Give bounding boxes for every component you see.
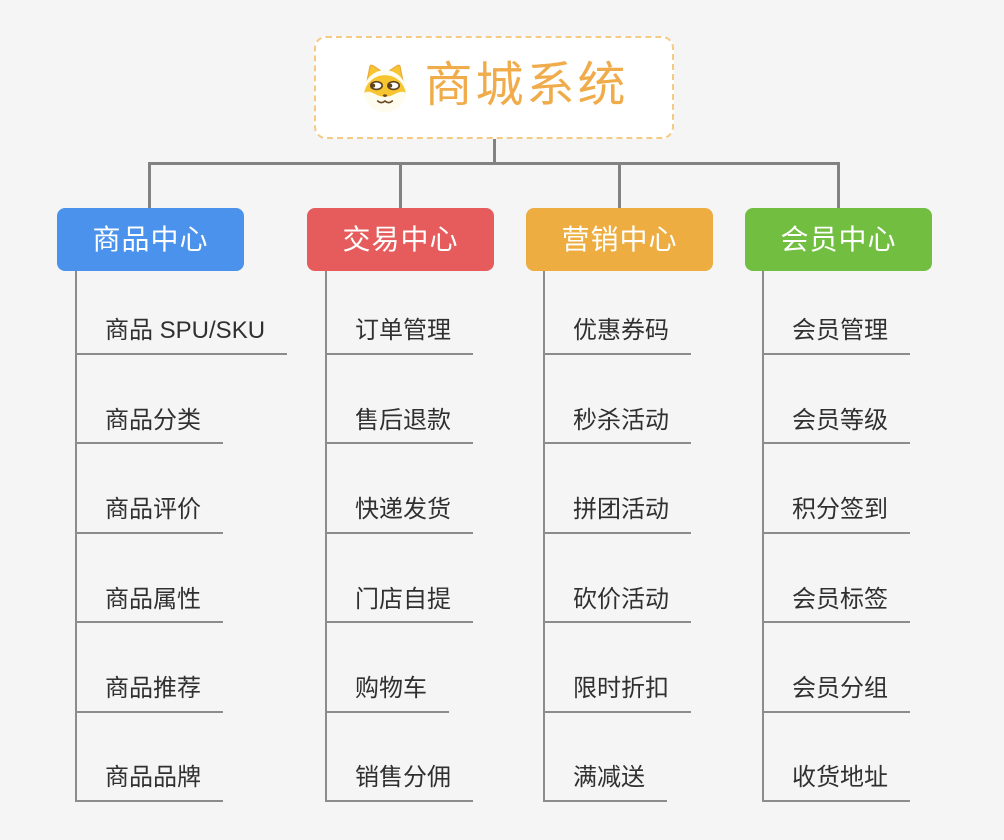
connector-drop-marketing bbox=[618, 162, 621, 208]
connector-root-stem bbox=[493, 138, 496, 164]
topic-node[interactable]: 限时折扣 bbox=[543, 675, 691, 713]
topic-node[interactable]: 满减送 bbox=[543, 764, 667, 802]
topic-node[interactable]: 会员管理 bbox=[762, 317, 910, 355]
branch-label: 商品中心 bbox=[92, 223, 209, 255]
topic-node[interactable]: 收货地址 bbox=[762, 764, 910, 802]
connector-drop-trade bbox=[399, 162, 402, 208]
topic-node[interactable]: 商品品牌 bbox=[75, 764, 223, 802]
branch-node-member-center[interactable]: 会员中心 bbox=[745, 208, 932, 271]
topic-node[interactable]: 会员分组 bbox=[762, 675, 910, 713]
root-node[interactable]: 商城系统 bbox=[314, 36, 674, 139]
connector-drop-product bbox=[148, 162, 151, 208]
topic-node[interactable]: 优惠券码 bbox=[543, 317, 691, 355]
topic-node[interactable]: 商品分类 bbox=[75, 407, 223, 445]
topic-node[interactable]: 售后退款 bbox=[325, 407, 473, 445]
branch-node-product-center[interactable]: 商品中心 bbox=[57, 208, 244, 271]
topic-node[interactable]: 砍价活动 bbox=[543, 586, 691, 624]
topic-node[interactable]: 积分签到 bbox=[762, 496, 910, 534]
topic-node[interactable]: 购物车 bbox=[325, 675, 449, 713]
connector-horizontal-bar bbox=[148, 162, 840, 165]
topic-node[interactable]: 订单管理 bbox=[325, 317, 473, 355]
branch-label: 营销中心 bbox=[561, 223, 678, 255]
topic-node[interactable]: 商品 SPU/SKU bbox=[75, 317, 288, 355]
topic-node[interactable]: 快递发货 bbox=[325, 496, 473, 534]
branch-node-trade-center[interactable]: 交易中心 bbox=[307, 208, 494, 271]
topic-node[interactable]: 会员等级 bbox=[762, 407, 910, 445]
branch-label: 会员中心 bbox=[780, 223, 897, 255]
topic-node[interactable]: 商品推荐 bbox=[75, 675, 223, 713]
branch-label: 交易中心 bbox=[342, 223, 459, 255]
connector-drop-member bbox=[837, 162, 840, 208]
topic-node[interactable]: 会员标签 bbox=[762, 586, 910, 624]
topic-node[interactable]: 门店自提 bbox=[325, 586, 473, 624]
topic-node[interactable]: 商品属性 bbox=[75, 586, 223, 624]
topic-node[interactable]: 商品评价 bbox=[75, 496, 223, 534]
dog-face-icon bbox=[364, 64, 407, 112]
topic-node[interactable]: 销售分佣 bbox=[325, 764, 473, 802]
root-title: 商城系统 bbox=[424, 58, 629, 112]
branch-node-marketing-center[interactable]: 营销中心 bbox=[526, 208, 713, 271]
topic-node[interactable]: 秒杀活动 bbox=[543, 407, 691, 445]
topic-node[interactable]: 拼团活动 bbox=[543, 496, 691, 534]
